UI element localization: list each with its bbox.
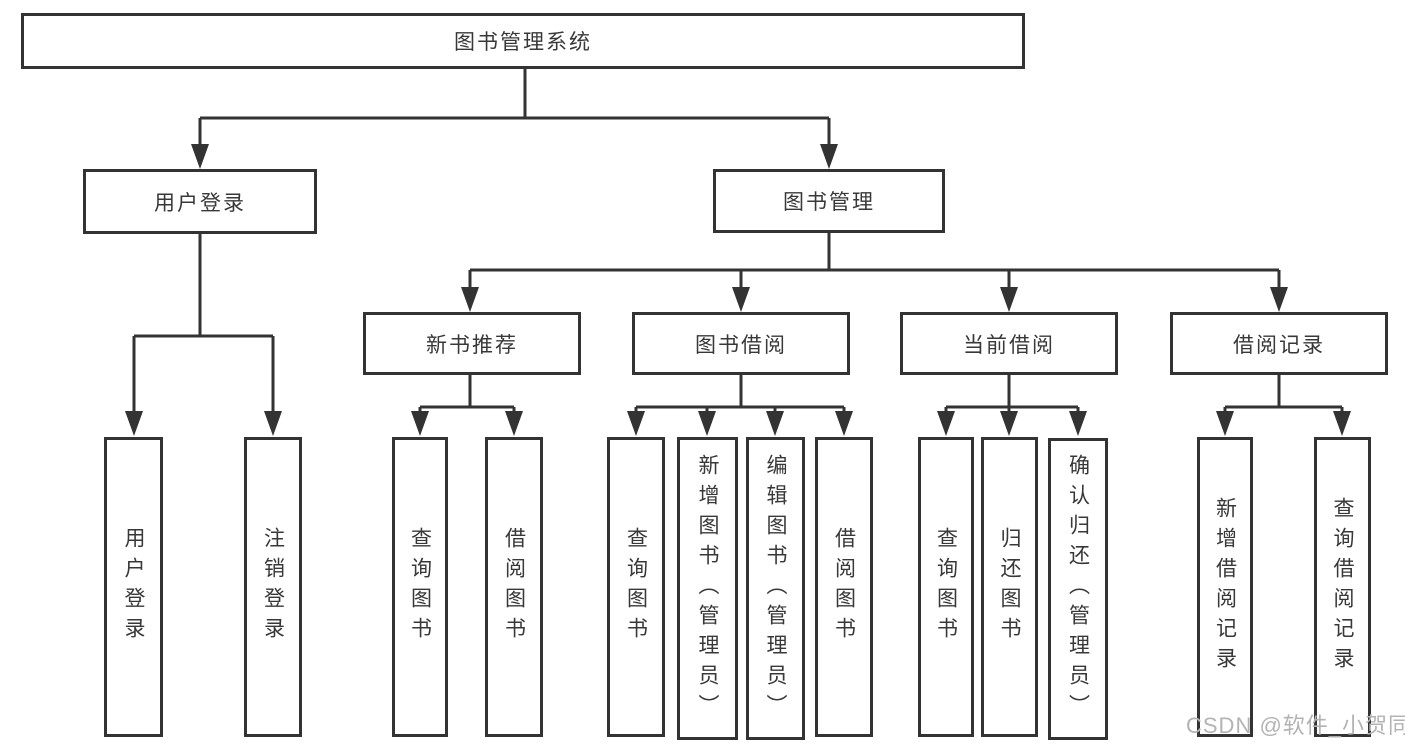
node-new-book-recommend-label: 新书推荐 bbox=[426, 333, 518, 357]
arrowhead-icons bbox=[125, 144, 1351, 436]
leaf-recommend-query-book: 查询图书 bbox=[392, 437, 448, 737]
leaf-recommend-borrow-book: 借阅图书 bbox=[485, 437, 543, 737]
leaf-current-confirm-return-label: 确认归还（管理员） bbox=[1066, 454, 1090, 724]
leaf-borrowing-query-book-label: 查询图书 bbox=[624, 527, 648, 647]
leaf-borrowing-borrow-book-label: 借阅图书 bbox=[832, 527, 856, 647]
node-current-borrowing-label: 当前借阅 bbox=[963, 333, 1055, 357]
leaf-borrowing-borrow-book: 借阅图书 bbox=[815, 437, 873, 737]
node-book-management: 图书管理 bbox=[713, 169, 945, 233]
node-user-login-label: 用户登录 bbox=[154, 191, 246, 215]
node-book-management-label: 图书管理 bbox=[783, 191, 875, 214]
leaf-current-return-book: 归还图书 bbox=[981, 437, 1038, 737]
leaf-user-login-label: 用户登录 bbox=[122, 527, 145, 647]
leaf-borrowing-add-book: 新增图书（管理员） bbox=[677, 437, 738, 740]
node-borrowing-records: 借阅记录 bbox=[1170, 312, 1388, 375]
node-borrowing-records-label: 借阅记录 bbox=[1233, 333, 1325, 357]
leaf-user-login: 用户登录 bbox=[104, 437, 163, 737]
node-root: 图书管理系统 bbox=[21, 13, 1025, 69]
leaf-borrowing-query-book: 查询图书 bbox=[607, 437, 665, 737]
leaf-recommend-borrow-book-label: 借阅图书 bbox=[502, 527, 526, 647]
watermark: CSDN @软件_小贺同学 bbox=[1186, 713, 1405, 738]
node-current-borrowing: 当前借阅 bbox=[900, 312, 1118, 375]
leaf-current-return-book-label: 归还图书 bbox=[998, 527, 1021, 647]
node-root-label: 图书管理系统 bbox=[454, 31, 592, 54]
node-user-login: 用户登录 bbox=[83, 169, 317, 234]
leaf-borrowing-edit-book-label: 编辑图书（管理员） bbox=[764, 453, 787, 724]
leaf-current-query-book: 查询图书 bbox=[918, 437, 974, 737]
leaf-logout: 注销登录 bbox=[244, 437, 302, 737]
node-book-borrowing: 图书借阅 bbox=[632, 312, 850, 375]
leaf-records-query-record-label: 查询借阅记录 bbox=[1331, 497, 1354, 677]
node-new-book-recommend: 新书推荐 bbox=[363, 312, 581, 375]
leaf-current-confirm-return: 确认归还（管理员） bbox=[1048, 438, 1108, 740]
leaf-recommend-query-book-label: 查询图书 bbox=[408, 527, 432, 647]
leaf-records-query-record: 查询借阅记录 bbox=[1314, 437, 1371, 737]
leaf-current-query-book-label: 查询图书 bbox=[934, 527, 958, 647]
node-book-borrowing-label: 图书借阅 bbox=[695, 333, 787, 357]
leaf-borrowing-add-book-label: 新增图书（管理员） bbox=[696, 453, 719, 724]
leaf-records-add-record-label: 新增借阅记录 bbox=[1213, 497, 1237, 677]
leaf-records-add-record: 新增借阅记录 bbox=[1197, 437, 1253, 737]
leaf-logout-label: 注销登录 bbox=[261, 527, 285, 647]
leaf-borrowing-edit-book: 编辑图书（管理员） bbox=[746, 437, 805, 740]
